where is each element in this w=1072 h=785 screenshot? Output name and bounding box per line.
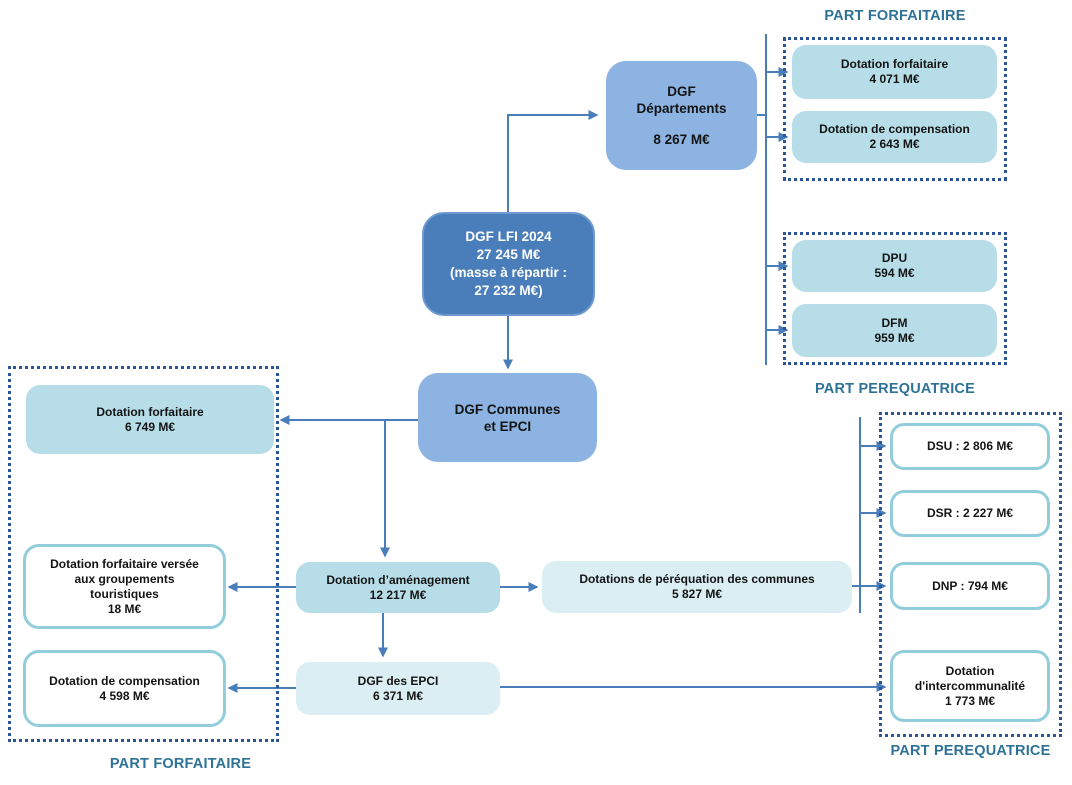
node-value: 18 M€ bbox=[107, 601, 142, 616]
node-value: 6 371 M€ bbox=[372, 688, 424, 703]
node-dfm: DFM 959 M€ bbox=[792, 304, 997, 357]
node-value: 8 267 M€ bbox=[653, 132, 710, 147]
node-text: et EPCI bbox=[483, 418, 532, 434]
node-com-dotation-compensation: Dotation de compensation 4 598 M€ bbox=[23, 650, 226, 727]
node-text: d'intercommunalité bbox=[914, 678, 1026, 693]
node-dpu: DPU 594 M€ bbox=[792, 240, 997, 292]
node-text: DSU : 2 806 M€ bbox=[926, 439, 1014, 453]
node-com-dotation-forfaitaire: Dotation forfaitaire 6 749 M€ bbox=[26, 385, 274, 454]
group-communes-perequatrice bbox=[879, 412, 1062, 737]
node-text: Dotations de péréquation des communes bbox=[579, 572, 815, 586]
section-label-part-forfaitaire-top: PART FORFAITAIRE bbox=[824, 8, 966, 24]
node-value: 12 217 M€ bbox=[369, 587, 427, 602]
node-dotations-perequation-communes: Dotations de péréquation des communes 5 … bbox=[542, 561, 852, 613]
section-label-part-perequatrice-bottom: PART PEREQUATRICE bbox=[890, 743, 1051, 759]
node-value: 5 827 M€ bbox=[671, 587, 723, 601]
node-text: Départements bbox=[636, 101, 727, 116]
group-communes-forfaitaire bbox=[8, 366, 279, 742]
node-value: 1 773 M€ bbox=[944, 693, 996, 708]
node-text: Dotation d’aménagement bbox=[326, 572, 470, 587]
node-dgf-departements: DGF Départements 8 267 M€ bbox=[606, 61, 757, 170]
node-value: 959 M€ bbox=[874, 330, 915, 345]
node-text: DPU bbox=[881, 251, 908, 265]
node-value: 4 598 M€ bbox=[99, 688, 150, 703]
node-text: Dotation forfaitaire bbox=[96, 404, 204, 419]
group-departements-perequatrice bbox=[783, 232, 1007, 365]
node-dnp: DNP : 794 M€ bbox=[890, 562, 1050, 610]
node-text: Dotation de compensation bbox=[819, 122, 970, 136]
node-text: (masse à répartir : bbox=[449, 265, 568, 280]
node-text: DGF des EPCI bbox=[357, 673, 439, 688]
group-departements-forfaitaire bbox=[783, 37, 1007, 181]
node-value: 2 643 M€ bbox=[869, 137, 920, 151]
node-text: Dotation forfaitaire versée bbox=[50, 556, 199, 571]
node-text: DGF LFI 2024 bbox=[465, 229, 552, 244]
node-value: 594 M€ bbox=[874, 266, 915, 280]
node-dsu: DSU : 2 806 M€ bbox=[890, 423, 1050, 470]
node-dgf-lfi-2024: DGF LFI 2024 27 245 M€ (masse à répartir… bbox=[422, 212, 595, 316]
node-dotation-amenagement: Dotation d’aménagement 12 217 M€ bbox=[296, 562, 500, 613]
node-dotation-intercommunalite: Dotation d'intercommunalité 1 773 M€ bbox=[890, 650, 1050, 722]
node-dep-dotation-compensation: Dotation de compensation 2 643 M€ bbox=[792, 111, 997, 163]
node-value: 4 071 M€ bbox=[869, 72, 920, 86]
section-label-part-perequatrice-right: PART PEREQUATRICE bbox=[815, 381, 975, 397]
node-text: Dotation bbox=[945, 663, 995, 678]
node-value: 6 749 M€ bbox=[124, 419, 176, 434]
node-text: 27 232 M€) bbox=[474, 283, 543, 298]
node-text: aux groupements bbox=[74, 571, 175, 586]
section-label-part-forfaitaire-left: PART FORFAITAIRE bbox=[109, 756, 252, 772]
node-text: DFM bbox=[881, 315, 908, 330]
connector-lfi-to-departements bbox=[507, 110, 599, 212]
node-text: Dotation forfaitaire bbox=[840, 57, 949, 71]
node-dsr: DSR : 2 227 M€ bbox=[890, 490, 1050, 537]
node-text: 27 245 M€ bbox=[476, 247, 541, 262]
node-text: Dotation de compensation bbox=[49, 673, 200, 688]
node-text: DSR : 2 227 M€ bbox=[926, 506, 1014, 520]
node-dotation-groupements-touristiques: Dotation forfaitaire versée aux groupeme… bbox=[23, 544, 226, 629]
node-text: touristiques bbox=[90, 586, 159, 601]
node-text: DNP : 794 M€ bbox=[932, 578, 1008, 593]
node-dep-dotation-forfaitaire: Dotation forfaitaire 4 071 M€ bbox=[792, 45, 997, 99]
node-dgf-des-epci: DGF des EPCI 6 371 M€ bbox=[296, 662, 500, 715]
node-dgf-communes-epci: DGF Communes et EPCI bbox=[418, 373, 597, 462]
node-text: DGF bbox=[667, 84, 696, 99]
node-text: DGF Communes bbox=[454, 401, 561, 417]
